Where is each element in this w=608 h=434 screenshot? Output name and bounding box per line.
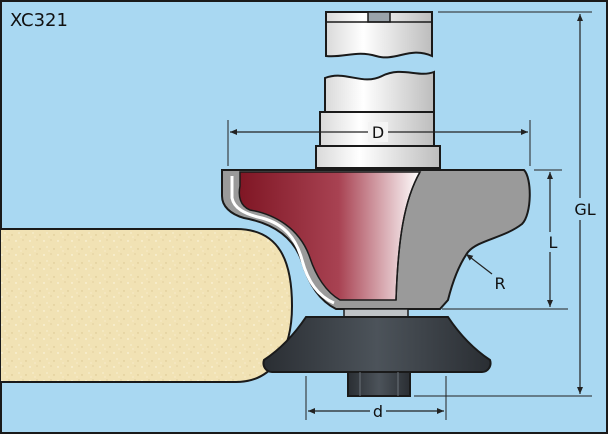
dim-GL-label-bg [568,198,592,220]
bearing [262,316,492,373]
shank-neck [315,145,441,169]
dim-L-label-bg [542,232,558,252]
bearing-washer [343,308,409,318]
dim-GL-label: GL [574,200,595,219]
bearing-nut [347,371,411,397]
model-code: XC321 [10,10,68,31]
shank-cap [325,11,433,59]
shank [324,70,435,113]
shank-slot [367,11,391,23]
dim-D-label: D [372,123,384,142]
workpiece [0,228,294,383]
dim-R-leader [465,253,493,275]
dim-R-label: R [494,274,505,293]
dim-L-label: L [549,233,558,252]
dim-d-label: d [373,402,383,421]
carbide-outline [230,176,335,305]
cutter-body-edge [395,171,421,301]
dim-D-label-bg [368,122,388,142]
dim-d-label-bg [370,402,386,422]
